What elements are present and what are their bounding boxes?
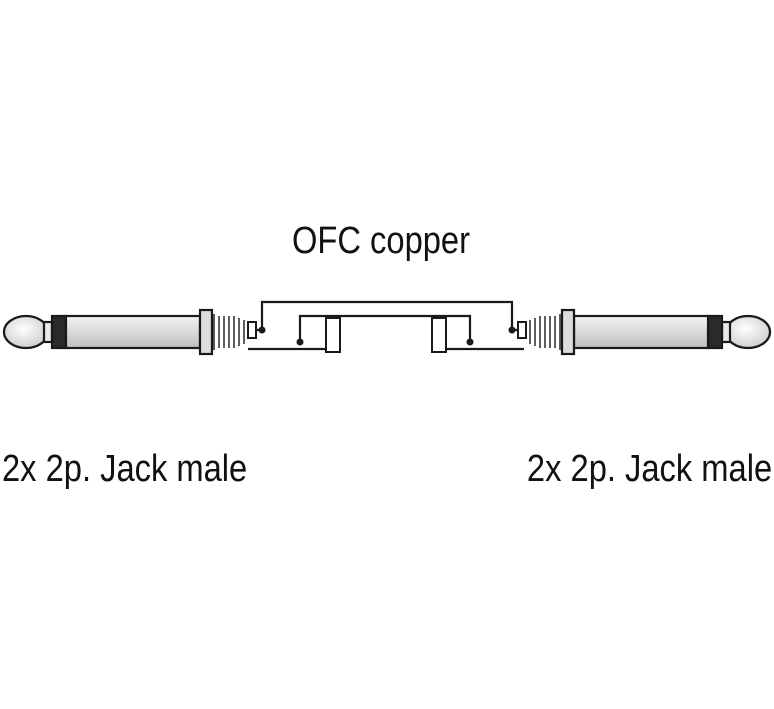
left-connector-label: 2x 2p. Jack male	[2, 448, 248, 490]
right-plug-barrel	[572, 314, 710, 350]
right-plug-neck	[720, 320, 732, 344]
left-plug-collar	[198, 308, 214, 356]
left-plug-ring	[50, 314, 68, 350]
right-plug-collar	[560, 308, 576, 356]
right-plug-tip	[724, 314, 772, 350]
right-jack-plug	[529, 308, 772, 356]
inner-wire	[298, 314, 472, 342]
right-plug-strain-relief	[529, 314, 561, 350]
left-jack-plug	[2, 308, 245, 356]
left-lug	[325, 317, 341, 353]
solder-dot	[508, 326, 516, 334]
right-terminal	[517, 321, 527, 339]
cable-type-label: OFC copper	[292, 220, 470, 262]
left-plug-tip	[2, 314, 50, 350]
solder-dot	[466, 338, 474, 346]
right-connector-label: 2x 2p. Jack male	[526, 448, 772, 490]
solder-dot	[258, 326, 266, 334]
right-lug	[431, 317, 447, 353]
left-plug-barrel	[64, 314, 202, 350]
left-terminal	[247, 321, 257, 339]
solder-dot	[296, 338, 304, 346]
right-plug-ring	[706, 314, 724, 350]
solder-joints	[258, 326, 516, 346]
left-plug-strain-relief	[213, 314, 245, 350]
solder-lugs	[247, 317, 527, 353]
ofc-wiring	[248, 300, 524, 351]
left-plug-neck	[42, 320, 54, 344]
